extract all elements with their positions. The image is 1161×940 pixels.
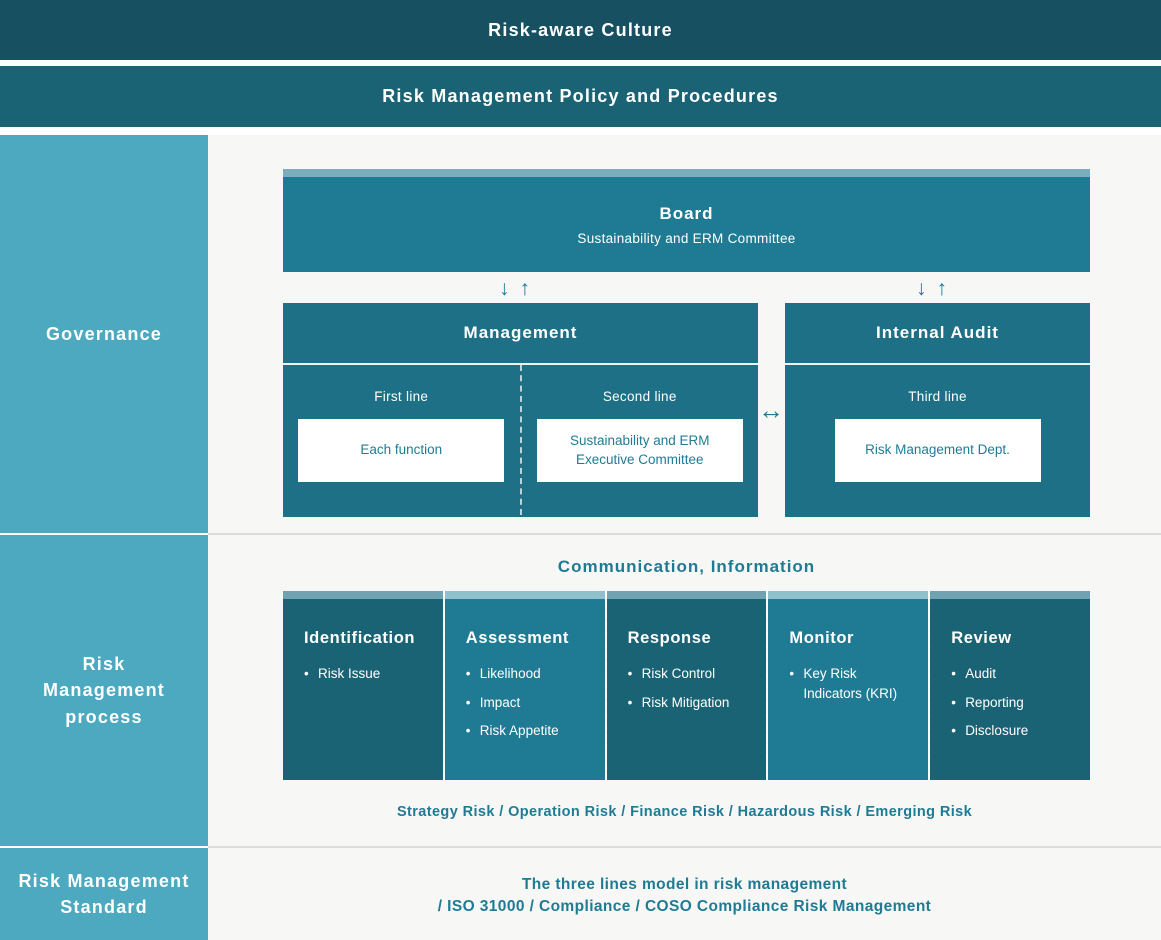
second-line-label: Second line <box>602 389 677 404</box>
list-item: Disclosure <box>951 721 1073 741</box>
list-item: Reporting <box>951 693 1073 713</box>
risk-management-dept-box: Risk Management Dept. <box>834 419 1041 482</box>
risk-types-line: Strategy Risk / Operation Risk / Finance… <box>396 804 973 820</box>
risk-aware-culture-label: Risk-aware Culture <box>488 19 673 40</box>
board-top-strip <box>283 169 1090 177</box>
management-title: Management <box>283 303 758 365</box>
list-item: Impact <box>466 693 588 713</box>
list-item: Risk Issue <box>304 664 426 684</box>
board-box: Board Sustainability and ERM Committee <box>283 177 1090 272</box>
list-item: Likelihood <box>466 664 588 684</box>
board-subtitle: Sustainability and ERM Committee <box>577 230 796 246</box>
column-top-strip <box>444 591 605 599</box>
governance-label: Governance <box>45 323 163 344</box>
column-response: Response Risk Control Risk Mitigation <box>604 591 767 780</box>
list-item: Key Risk Indicators (KRI) <box>789 664 911 703</box>
policy-procedures-bar: Risk Management Policy and Procedures <box>0 66 1161 127</box>
up-arrow-icon: ↑ <box>936 277 948 300</box>
board-internal-audit-arrows: ↓ ↑ <box>916 276 947 302</box>
down-arrow-icon: ↓ <box>916 277 927 300</box>
board-title: Board <box>659 203 714 223</box>
column-title: Identification <box>304 629 416 647</box>
risk-aware-culture-bar: Risk-aware Culture <box>0 0 1161 60</box>
risk-management-standard-label: Risk Management Standard <box>18 870 190 917</box>
column-top-strip <box>283 591 443 599</box>
erm-executive-committee-box: Sustainability and ERM Executive Committ… <box>536 419 743 482</box>
divider-process-standard <box>208 846 1161 848</box>
sidebar-section-governance: Governance <box>0 135 208 533</box>
standard-line-2: / ISO 31000 / Compliance / COSO Complian… <box>437 898 932 916</box>
column-top-strip <box>930 591 1090 599</box>
column-top-strip <box>606 591 767 599</box>
column-title: Assessment <box>465 629 570 647</box>
internal-audit-box: Internal Audit Third line Risk Managemen… <box>785 303 1090 517</box>
column-monitor: Monitor Key Risk Indicators (KRI) <box>766 591 929 780</box>
first-line-label: First line <box>374 389 429 404</box>
process-columns: Identification Risk Issue Assessment Lik… <box>283 591 1090 780</box>
third-line-cell: Third line Risk Management Dept. <box>785 365 1090 515</box>
list-item: Risk Control <box>628 664 750 684</box>
third-line-label: Third line <box>908 389 967 404</box>
divider-governance-process <box>208 533 1161 535</box>
column-review: Review Audit Reporting Disclosure <box>928 591 1090 780</box>
policy-procedures-label: Risk Management Policy and Procedures <box>382 86 779 106</box>
column-assessment: Assessment Likelihood Impact Risk Appeti… <box>442 591 605 780</box>
risk-management-standard-text: The three lines model in risk management… <box>208 874 1161 919</box>
column-top-strip <box>768 591 929 599</box>
up-arrow-icon: ↑ <box>519 277 531 300</box>
board-management-arrows: ↓ ↑ <box>499 276 530 302</box>
list-item: Risk Mitigation <box>628 693 750 713</box>
list-item: Risk Appetite <box>466 721 588 741</box>
each-function-box: Each function <box>298 419 505 482</box>
internal-audit-title: Internal Audit <box>785 303 1090 365</box>
sidebar-section-risk-management-process: Risk Management process <box>0 535 208 846</box>
standard-line-1: The three lines model in risk management <box>521 876 848 893</box>
first-line-cell: First line Each function <box>283 365 520 515</box>
risk-management-process-label: Risk Management process <box>42 654 166 727</box>
left-right-arrow-icon: ↔ <box>758 394 784 425</box>
sidebar-section-risk-management-standard: Risk Management Standard <box>0 848 208 940</box>
down-arrow-icon: ↓ <box>499 277 510 300</box>
list-item: Audit <box>951 664 1073 684</box>
second-line-cell: Second line Sustainability and ERM Execu… <box>519 365 759 515</box>
column-identification: Identification Risk Issue <box>283 591 443 780</box>
column-title: Monitor <box>789 629 855 647</box>
column-title: Response <box>627 629 712 647</box>
communication-information-heading: Communication, Information <box>557 557 816 576</box>
management-box: Management First line Each function Seco… <box>283 303 758 517</box>
column-title: Review <box>951 629 1012 647</box>
